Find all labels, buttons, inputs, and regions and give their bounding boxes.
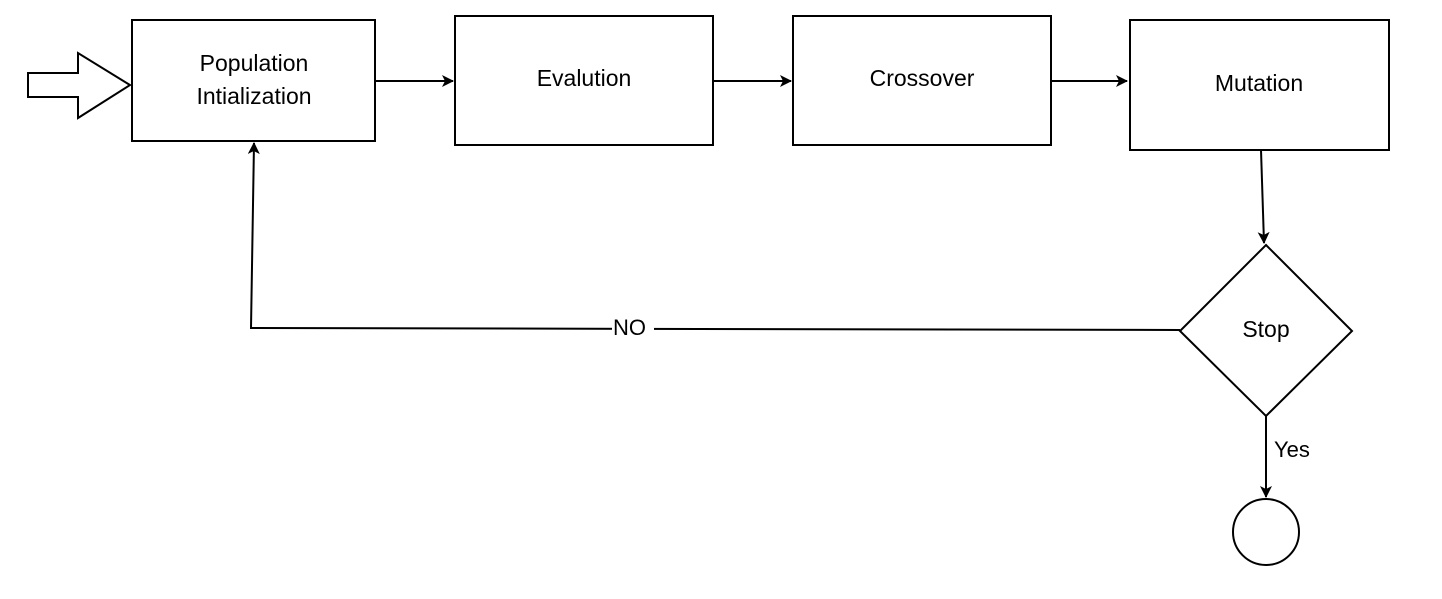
entry-arrow [27,51,132,120]
population-initialization-box [131,19,376,142]
population-initialization-label-line1: Population [200,50,309,76]
population-initialization-node[interactable]: Population Intialization [131,19,376,142]
mutation-node[interactable]: Mutation [1129,19,1390,151]
stop-decision-node[interactable]: Stop [1178,243,1354,418]
stop-label: Stop [1242,316,1289,342]
mutation-label: Mutation [1215,70,1303,96]
edge-mutation-to-stop [1257,149,1270,244]
evaluation-node[interactable]: Evalution [454,15,714,146]
crossover-box [792,15,1052,146]
no-label-background [612,316,654,340]
evaluation-box [454,15,714,146]
crossover-node[interactable]: Crossover [792,15,1052,146]
evaluation-label: Evalution [537,65,632,91]
edge-stop-no-to-population [247,142,1181,331]
mutation-box [1129,19,1390,151]
yes-edge-label: Yes [1274,437,1310,462]
crossover-label: Crossover [870,65,975,91]
population-initialization-label-line2: Intialization [196,83,311,109]
end-terminal-circle[interactable] [1232,498,1300,566]
no-edge-label: NO [613,315,646,340]
